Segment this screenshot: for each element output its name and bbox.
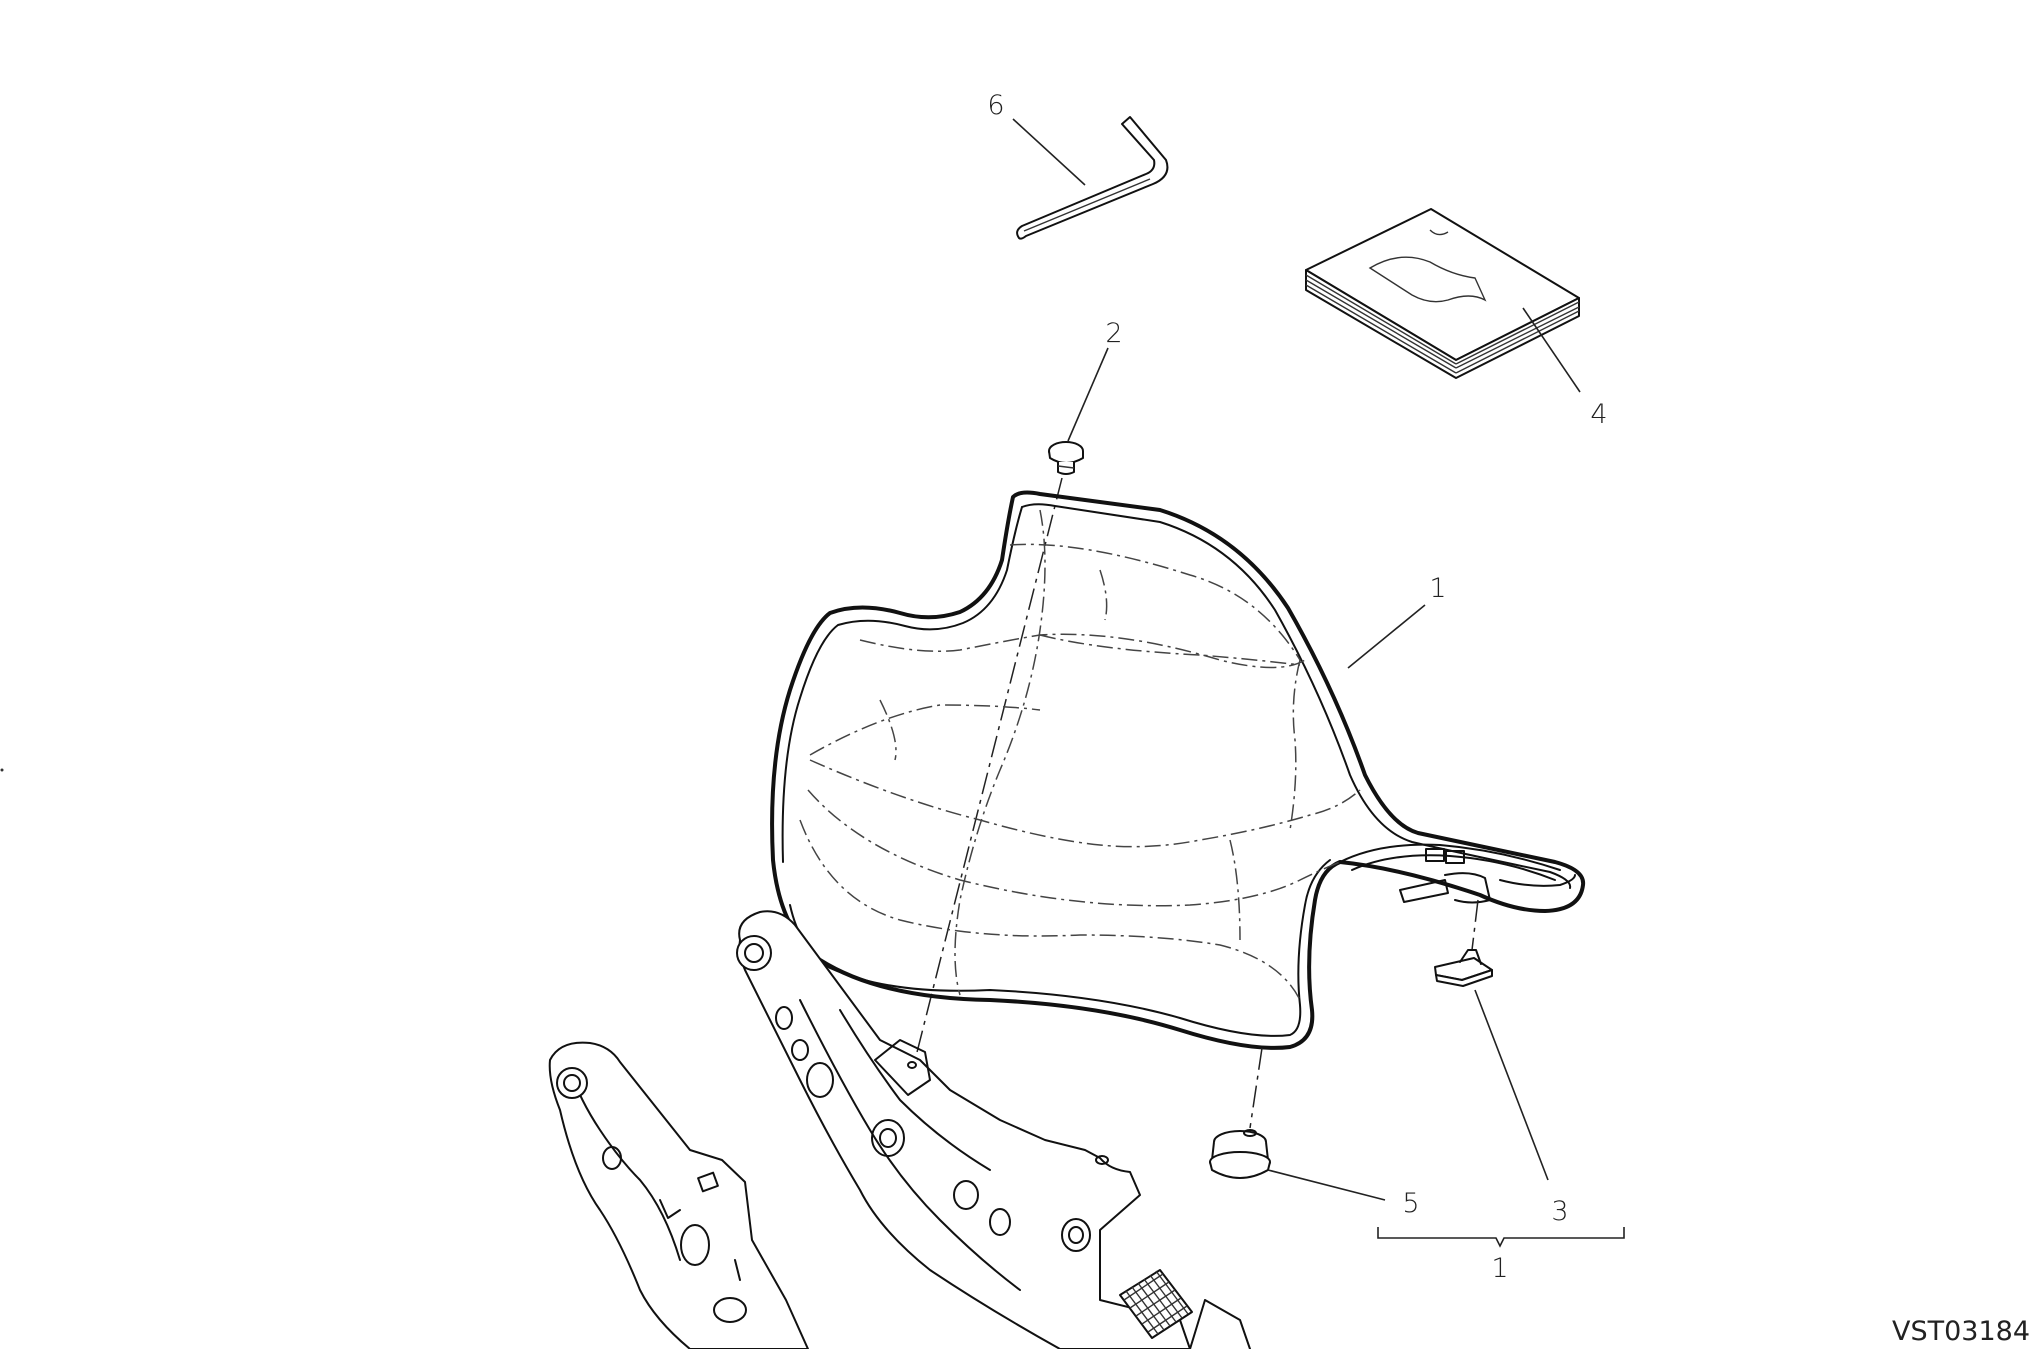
callout-manual: 4 — [1590, 399, 1607, 430]
pad-axis-line — [1249, 1047, 1263, 1129]
rear-subframe — [548, 910, 1251, 1349]
hex-key-part — [1016, 116, 1169, 240]
drawing-code: VST03184 — [1892, 1316, 2030, 1347]
callout-hex-key: 6 — [987, 90, 1004, 121]
frame-grip-pattern — [1119, 1269, 1193, 1339]
owners-manual-part: PANIGALE — [1305, 208, 1580, 379]
clip-part — [1434, 949, 1493, 987]
callout-rubber-pad: 5 — [1402, 1188, 1419, 1219]
rubber-pad-part — [1209, 1129, 1271, 1179]
edge-mark — [0, 768, 4, 772]
callout-kit: 1 — [1491, 1253, 1508, 1284]
screw-axis-line — [909, 477, 1063, 1081]
clip-axis-line — [1471, 899, 1479, 951]
seat-part — [770, 490, 1586, 1050]
callout-clip: 3 — [1551, 1196, 1568, 1227]
callout-seat: 1 — [1429, 573, 1446, 604]
kit-bracket — [1377, 1227, 1625, 1248]
leader-lines — [1012, 118, 1625, 1248]
callout-screw: 2 — [1105, 318, 1122, 349]
screw-part — [1048, 441, 1084, 475]
